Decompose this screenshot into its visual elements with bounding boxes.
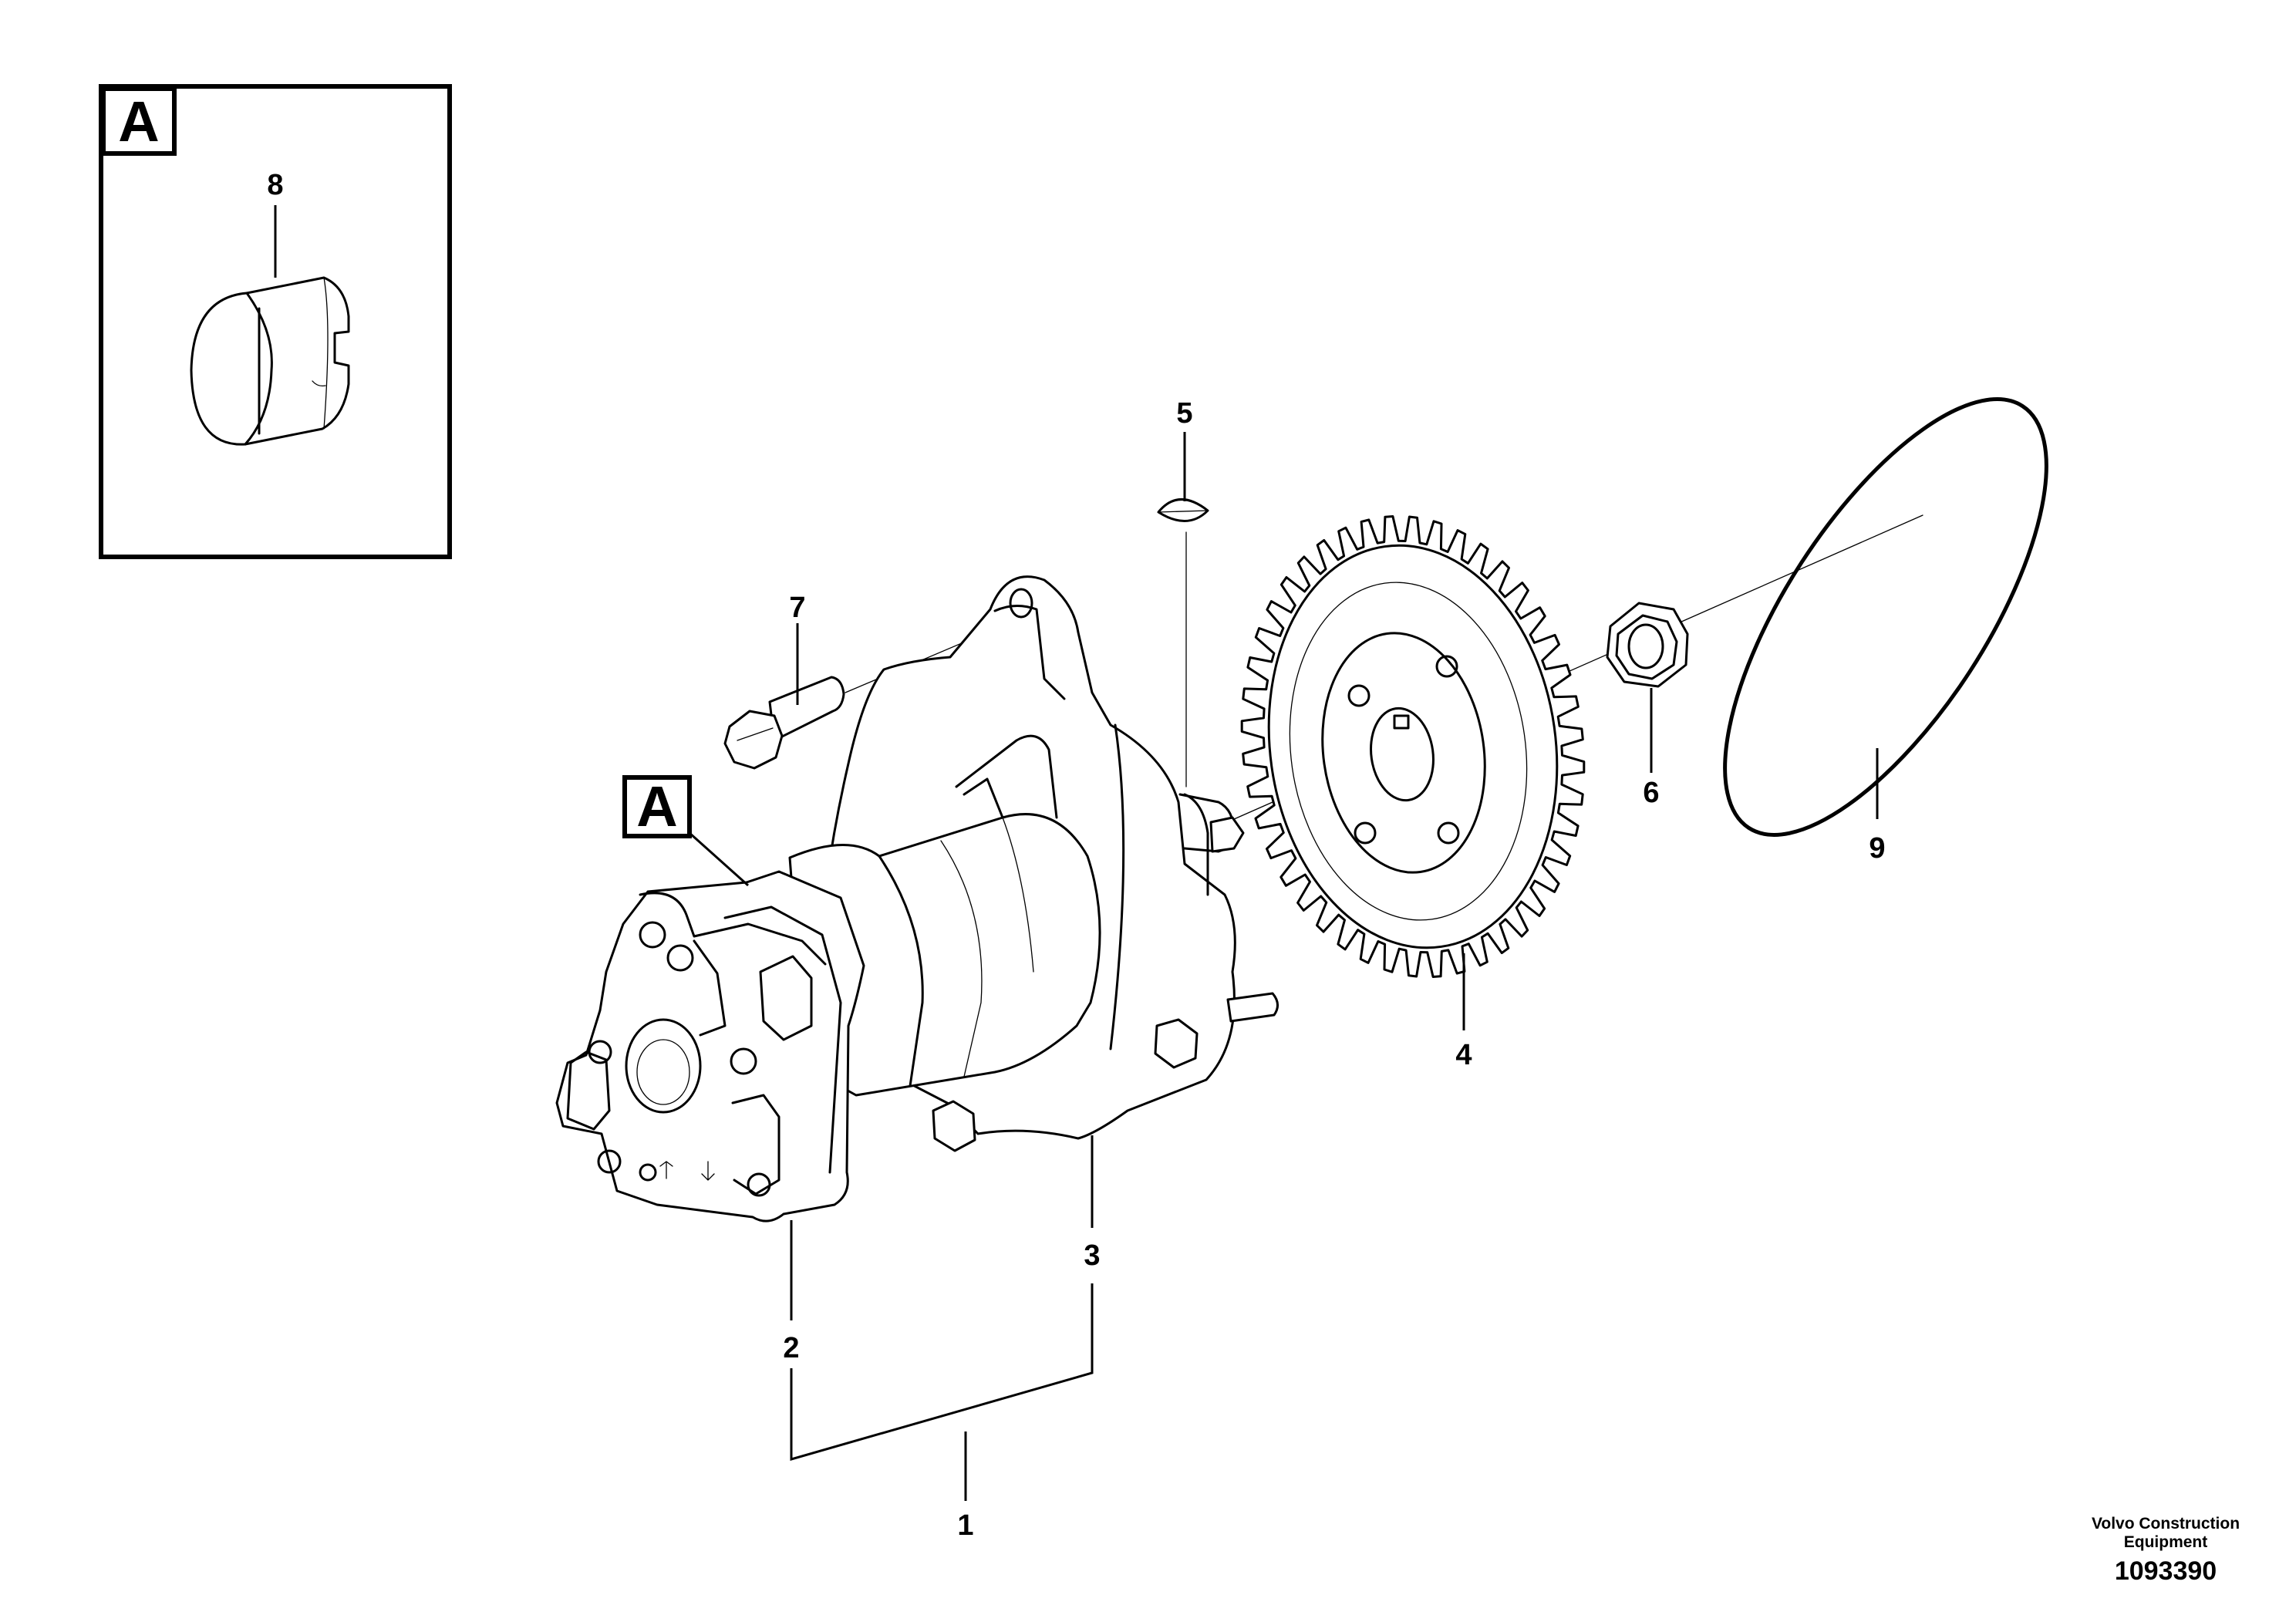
drawing-number: 1093390 [2115, 1556, 2217, 1586]
callout-2: 2 [783, 1332, 799, 1364]
bolt-part [723, 676, 845, 770]
callout-4: 4 [1455, 1039, 1472, 1071]
credit-line-1: Volvo Construction [2092, 1515, 2240, 1533]
castle-nut-part [1606, 602, 1689, 688]
detail-ref-letter: A [636, 774, 677, 838]
callout-6: 6 [1643, 777, 1659, 809]
callout-7: 7 [789, 592, 805, 624]
woodruff-key-part [1157, 498, 1209, 522]
detail-letter: A [118, 89, 159, 153]
pump-assembly [555, 575, 1279, 1222]
detail-letter-box [101, 86, 177, 156]
detail-a-reference: A [622, 774, 750, 887]
slotted-coupling-part [190, 276, 350, 446]
callout-8: 8 [267, 169, 283, 201]
detail-view-a: A 8 [99, 84, 452, 559]
callout-9: 9 [1869, 832, 1885, 865]
gear-part [1240, 515, 1586, 978]
o-ring-part [1723, 397, 2048, 837]
callout-3: 3 [1084, 1239, 1100, 1272]
detail-frame [99, 84, 452, 559]
callout-5: 5 [1176, 397, 1192, 430]
callout-1: 1 [957, 1509, 973, 1542]
credit-line-2: Equipment [2124, 1533, 2208, 1551]
leader-1-bracket [790, 1283, 1094, 1461]
